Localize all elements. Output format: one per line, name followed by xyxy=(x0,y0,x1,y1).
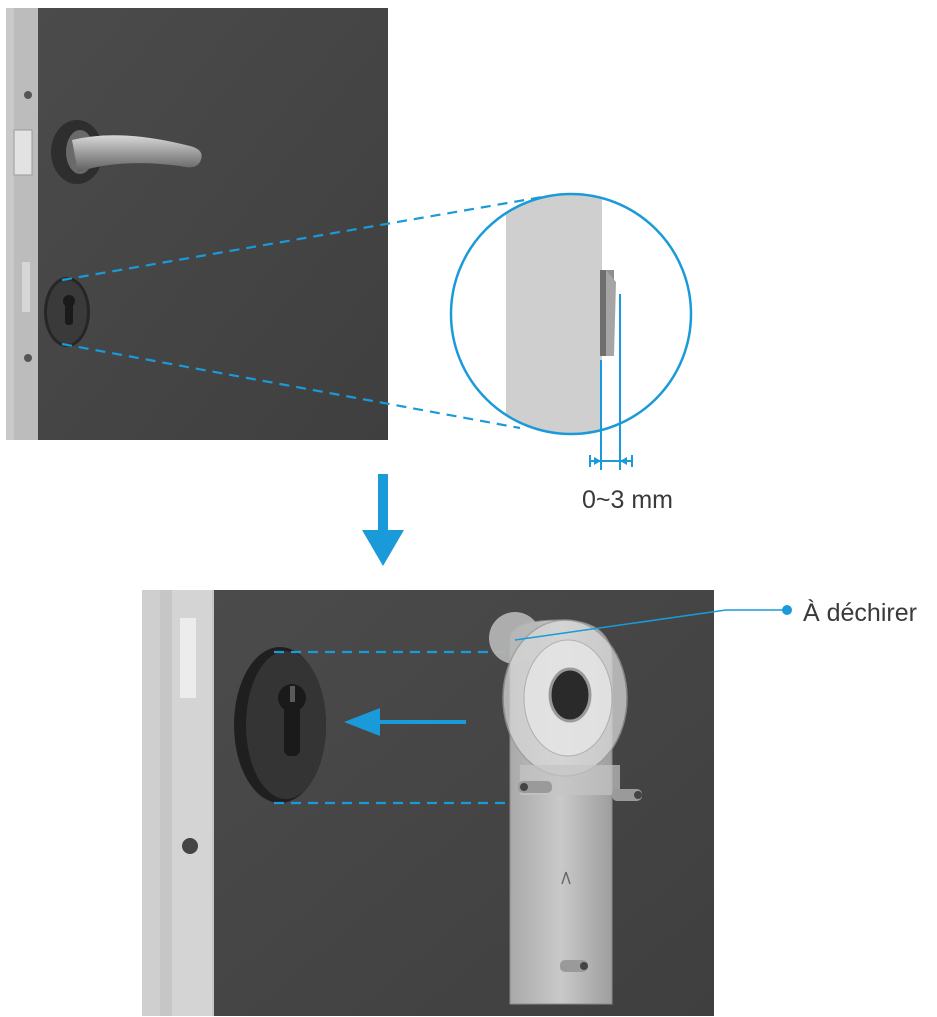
lock-label-bottom xyxy=(180,618,196,698)
mounting-plate xyxy=(489,612,642,1005)
zoom-circle-outline xyxy=(449,192,693,436)
tear-off-leader xyxy=(514,605,792,641)
screw-bottom xyxy=(182,838,198,854)
screw-top-1 xyxy=(24,91,32,99)
door-handle xyxy=(51,120,202,184)
cylinder-hole xyxy=(548,667,592,723)
door-bottom-scene xyxy=(142,590,792,1016)
zoom-line-upper xyxy=(61,194,549,282)
gap-measurement-label: 0~3 mm xyxy=(582,486,674,514)
screw-top-2 xyxy=(24,354,32,362)
cylinder-rosette-bottom xyxy=(234,647,326,803)
door-panel-top xyxy=(38,8,388,440)
lock-plate-top xyxy=(22,262,30,312)
door-edge-top xyxy=(14,8,40,440)
arrow-left-icon xyxy=(344,708,466,736)
door-top-scene xyxy=(6,8,549,440)
cylinder-rosette-top xyxy=(44,277,90,347)
tear-off-label: À déchirer xyxy=(803,599,917,627)
door-frame-bottom xyxy=(142,590,162,1016)
latch-plate-top xyxy=(13,129,33,176)
zoom-line-lower xyxy=(61,342,521,430)
zoom-detail xyxy=(449,192,693,470)
plate-pins xyxy=(518,781,642,972)
dimension-arrow xyxy=(589,455,633,467)
arrow-down-icon xyxy=(362,474,404,566)
